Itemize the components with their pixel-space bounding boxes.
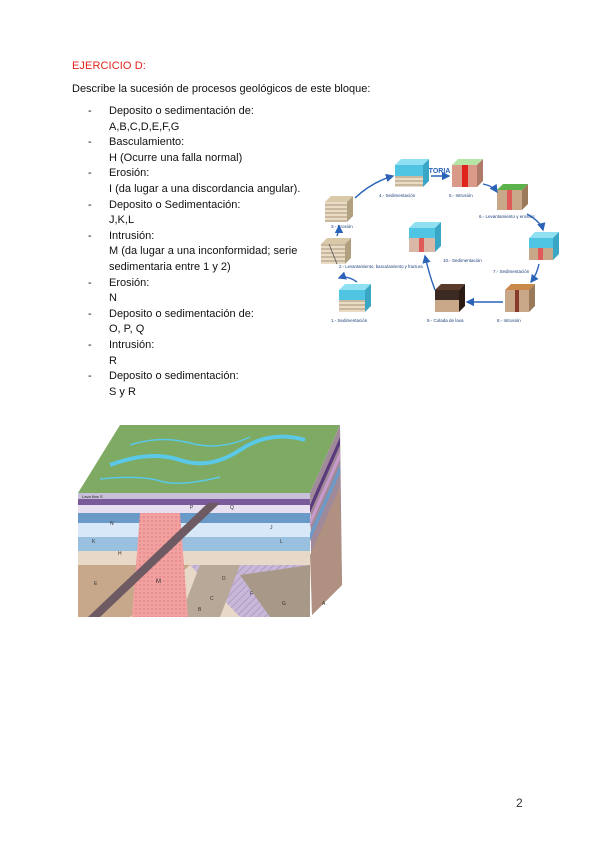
list-item: -Deposito o sedimentación de:O, P, Q (88, 307, 313, 338)
step-detail: N (109, 292, 117, 305)
stage-block (395, 159, 429, 187)
step-detail: R (109, 354, 117, 367)
geology-block-diagram: Lava flow S M N K J L E F G D C B A H P … (78, 425, 342, 617)
stage-block (452, 159, 483, 187)
list-item: -Intrusión:M (da lugar a una inconformid… (88, 229, 313, 276)
list-item: -Deposito o Sedimentación:J,K,L (88, 198, 313, 229)
step-detail: S y R (109, 385, 136, 398)
process-list: -Deposito o sedimentación de:A,B,C,D,E,F… (88, 104, 313, 400)
stage-block (497, 184, 528, 210)
list-item: -Erosión:I (da lugar a una discordancia … (88, 166, 313, 197)
step-label: Basculamiento: (109, 136, 185, 149)
stage-label: 2.- Levantamiento, basculamiento y fract… (339, 264, 423, 269)
exercise-title: EJERCICIO D: (72, 60, 146, 72)
layer-label: Q (230, 505, 234, 511)
layer-label: K (92, 539, 96, 545)
layer-label: G (282, 601, 286, 607)
list-item: -Basculamiento:H (Ocurre una falla norma… (88, 135, 313, 166)
step-label: Erosión: (109, 167, 150, 180)
layer-label: J (270, 525, 273, 531)
layer-label: E (94, 581, 98, 587)
stage-block (409, 222, 441, 252)
stage-label: 3.- Erosión (331, 224, 353, 229)
stage-label: 1.- Sedimentación (331, 318, 368, 323)
stage-block (321, 238, 351, 265)
exercise-intro: Describe la sucesión de procesos geológi… (72, 83, 371, 95)
layer-label: C (210, 596, 214, 602)
stage-label: 9.- Colada de lava (427, 318, 464, 323)
layer-label: B (198, 607, 202, 613)
lava-label: Lava flow S (82, 494, 103, 499)
layer-label: H (118, 551, 122, 557)
step-detail: J,K,L (109, 214, 135, 227)
step-label: Intrusión: (109, 229, 155, 242)
list-item: -Deposito o sedimentación:S y R (88, 369, 313, 400)
layer-label: L (280, 539, 283, 545)
layer-label: F (250, 591, 253, 597)
stage-label: 7.- Sedimentación (493, 269, 530, 274)
stage-block (529, 232, 559, 260)
step-label: Intrusión: (109, 338, 155, 351)
layer-label: D (222, 576, 226, 582)
stage-label: 10.- Sedimentación (443, 258, 482, 263)
stage-label: 4.- Sedimentación (379, 193, 416, 198)
stage-block (505, 284, 535, 312)
page-number: 2 (516, 796, 523, 810)
step-detail: M (da lugar a una inconformidad; serie s… (109, 245, 298, 273)
stage-block (339, 284, 371, 312)
step-label: Deposito o sedimentación de: (109, 307, 254, 320)
step-detail: H (Ocurre una falla normal) (109, 151, 243, 164)
layer-label: N (110, 521, 114, 527)
block-front-face (78, 493, 310, 617)
layer-label: A (322, 601, 326, 607)
stage-label: 6.- Levantamiento y erosión (479, 214, 535, 219)
terrain-surface (78, 425, 340, 493)
list-item: -Erosión:N (88, 276, 313, 307)
list-item: -Intrusión:R (88, 338, 313, 369)
stage-block (435, 284, 465, 312)
river (109, 434, 306, 467)
list-item: -Deposito o sedimentación de:A,B,C,D,E,F… (88, 104, 313, 135)
history-diagram: HISTORIA 4.- Sedimentación 5.- Intrusión… (321, 159, 559, 323)
stage-label: 8.- Intrusión (497, 318, 521, 323)
step-detail: I (da lugar a una discordancia angular). (109, 182, 301, 195)
step-label: Deposito o sedimentación de: (109, 105, 254, 117)
cycle-arrows (334, 171, 546, 307)
stage-block (325, 196, 353, 222)
history-title: HISTORIA (417, 168, 450, 175)
stage-label: 5.- Intrusión (449, 193, 473, 198)
step-detail: O, P, Q (109, 323, 145, 336)
layer-label: P (190, 505, 194, 511)
step-label: Deposito o sedimentación: (109, 370, 239, 383)
step-detail: A,B,C,D,E,F,G (109, 120, 180, 133)
layer-label: M (156, 579, 161, 585)
step-label: Erosión: (109, 276, 150, 289)
step-label: Deposito o Sedimentación: (109, 198, 241, 211)
